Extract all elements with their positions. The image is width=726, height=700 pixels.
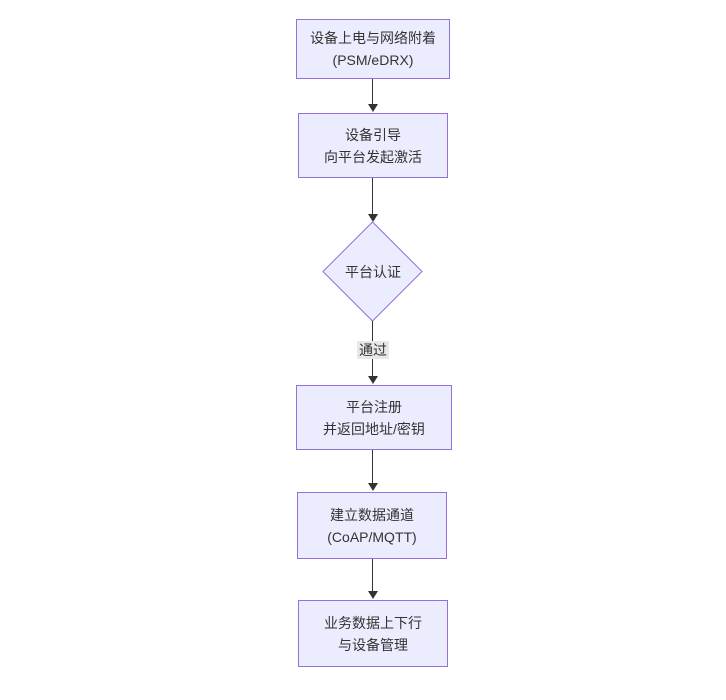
node-label-line: 设备引导 — [345, 126, 401, 143]
edge-line — [372, 559, 373, 591]
node-business-data: 业务数据上下行 与设备管理 — [298, 600, 448, 667]
arrowhead-down-icon — [368, 214, 378, 222]
arrowhead-down-icon — [368, 483, 378, 491]
arrowhead-down-icon — [368, 376, 378, 384]
node-label-line: (PSM/eDRX) — [332, 52, 414, 68]
node-power-attach: 设备上电与网络附着 (PSM/eDRX) — [296, 19, 450, 79]
node-label-line: 建立数据通道 — [330, 506, 414, 523]
node-bootstrap: 设备引导 向平台发起激活 — [298, 113, 448, 178]
node-data-channel: 建立数据通道 (CoAP/MQTT) — [297, 492, 447, 559]
arrowhead-down-icon — [368, 591, 378, 599]
node-label-line: 并返回地址/密钥 — [323, 420, 425, 437]
node-label-line: 平台注册 — [346, 398, 402, 415]
node-label-line: 业务数据上下行 — [324, 614, 422, 631]
edge-label-pass: 通过 — [357, 341, 389, 359]
edge-line — [372, 450, 373, 483]
node-label-line: 向平台发起激活 — [324, 148, 422, 165]
arrowhead-down-icon — [368, 104, 378, 112]
edge-line — [372, 178, 373, 214]
node-label-line: 与设备管理 — [338, 636, 408, 653]
node-platform-register: 平台注册 并返回地址/密钥 — [296, 385, 452, 450]
edge-line — [372, 79, 373, 104]
node-label-line: (CoAP/MQTT) — [327, 528, 417, 545]
node-label-line: 平台认证 — [345, 264, 401, 280]
node-label-line: 设备上电与网络附着 — [310, 30, 436, 46]
